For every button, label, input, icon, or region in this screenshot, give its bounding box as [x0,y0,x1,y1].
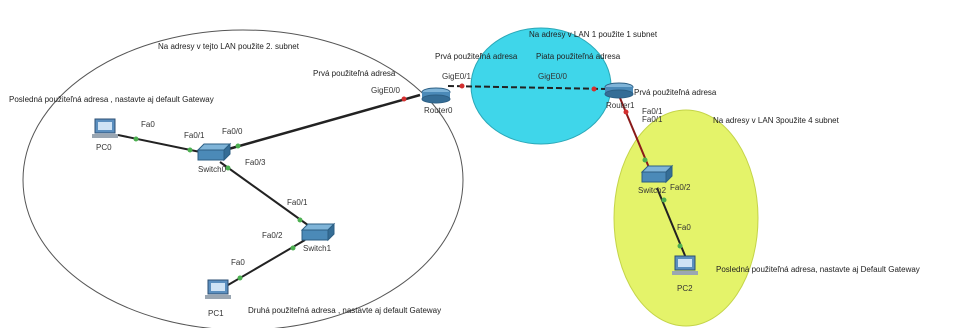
link-light [661,197,667,203]
link-light [677,243,683,249]
router-icon [604,82,634,99]
switch1-label: Switch1 [303,244,332,253]
router0-label: Router0 [424,106,453,115]
pc0-label: PC0 [96,143,112,152]
port-label: GigE0/1 [442,72,471,81]
port-label: Fa0/1 [287,198,308,207]
port-label: Fa0 [141,120,155,129]
switch-icon [640,164,674,184]
router0-g00-note: Prvá použiteľná adresa [313,69,396,78]
router1-g00-note: Piata použiteľná adresa [536,52,621,61]
cable-switch0-router0 [224,93,421,152]
link-light [623,109,629,115]
pc2-address-note: Posledná použiteľná adresa, nastavte aj … [716,265,920,274]
pc0-address-note: Posledná použiteľná adresa , nastavte aj… [9,95,214,104]
switch2-device[interactable]: Switch2 [638,164,674,195]
link-light [235,143,241,149]
pc2-label: PC2 [677,284,693,293]
pc-icon [672,255,698,275]
lan1-area [470,27,612,145]
link-light [459,83,465,89]
pc-icon [205,279,231,299]
link-light [297,217,303,223]
link-light [642,157,648,163]
pc1-device[interactable]: PC1 [205,279,231,318]
port-label: Fa0 [231,258,245,267]
pc1-address-note: Druhá použiteľná adresa , nastavte aj de… [248,306,441,315]
link-light [187,147,193,153]
link-light [237,275,243,281]
annotations: Na adresy v tejto LAN použite 2. subnet … [9,30,920,315]
port-label: Fa0/2 [262,231,283,240]
link-light [133,136,139,142]
lan3-subnet-note: Na adresy v LAN 3použite 4 subnet [713,116,840,125]
router1-label: Router1 [606,101,635,110]
lan2-area [22,29,464,328]
link-light [591,86,597,92]
switch0-label: Switch0 [198,165,227,174]
port-label: GigE0/0 [371,86,400,95]
port-label: Fa0/0 [222,127,243,136]
switch2-label: Switch2 [638,186,667,195]
pc2-device[interactable]: PC2 [672,255,698,293]
link-light [290,245,296,251]
port-label: Fa0/1 [642,107,663,116]
link-lights [133,83,683,281]
port-label: GigE0/0 [538,72,567,81]
lan2-subnet-note: Na adresy v tejto LAN použite 2. subnet [158,42,300,51]
lan1-subnet-note: Na adresy v LAN 1 použite 1 subnet [529,30,658,39]
router0-device[interactable]: Router0 [421,87,453,115]
router0-g01-note: Prvá použiteľná adresa [435,52,518,61]
port-label: Fa0/2 [670,183,691,192]
switch0-device[interactable]: Switch0 [196,142,232,174]
lan3-area [613,109,759,327]
port-label: Fa0/1 [184,131,205,140]
switch-icon [300,222,336,242]
port-label: Fa0 [677,223,691,232]
port-labels: Fa0 Fa0/1 Fa0/0 Fa0/3 Fa0/1 Fa0/2 Fa0 Gi… [141,72,691,267]
router-icon [421,87,451,104]
link-light [401,96,407,102]
pc-icon [92,118,118,138]
port-label: Fa0/1 [642,115,663,124]
router1-device[interactable]: Router1 [604,82,635,110]
router1-lan3-note: Prvá použiteľná adresa [634,88,717,97]
switch1-device[interactable]: Switch1 [300,222,336,253]
port-label: Fa0/3 [245,158,266,167]
pc0-device[interactable]: PC0 [92,118,118,152]
switch-icon [196,142,232,162]
link-light [225,165,231,171]
cable-switch0-switch1 [219,161,313,229]
pc1-label: PC1 [208,309,224,318]
